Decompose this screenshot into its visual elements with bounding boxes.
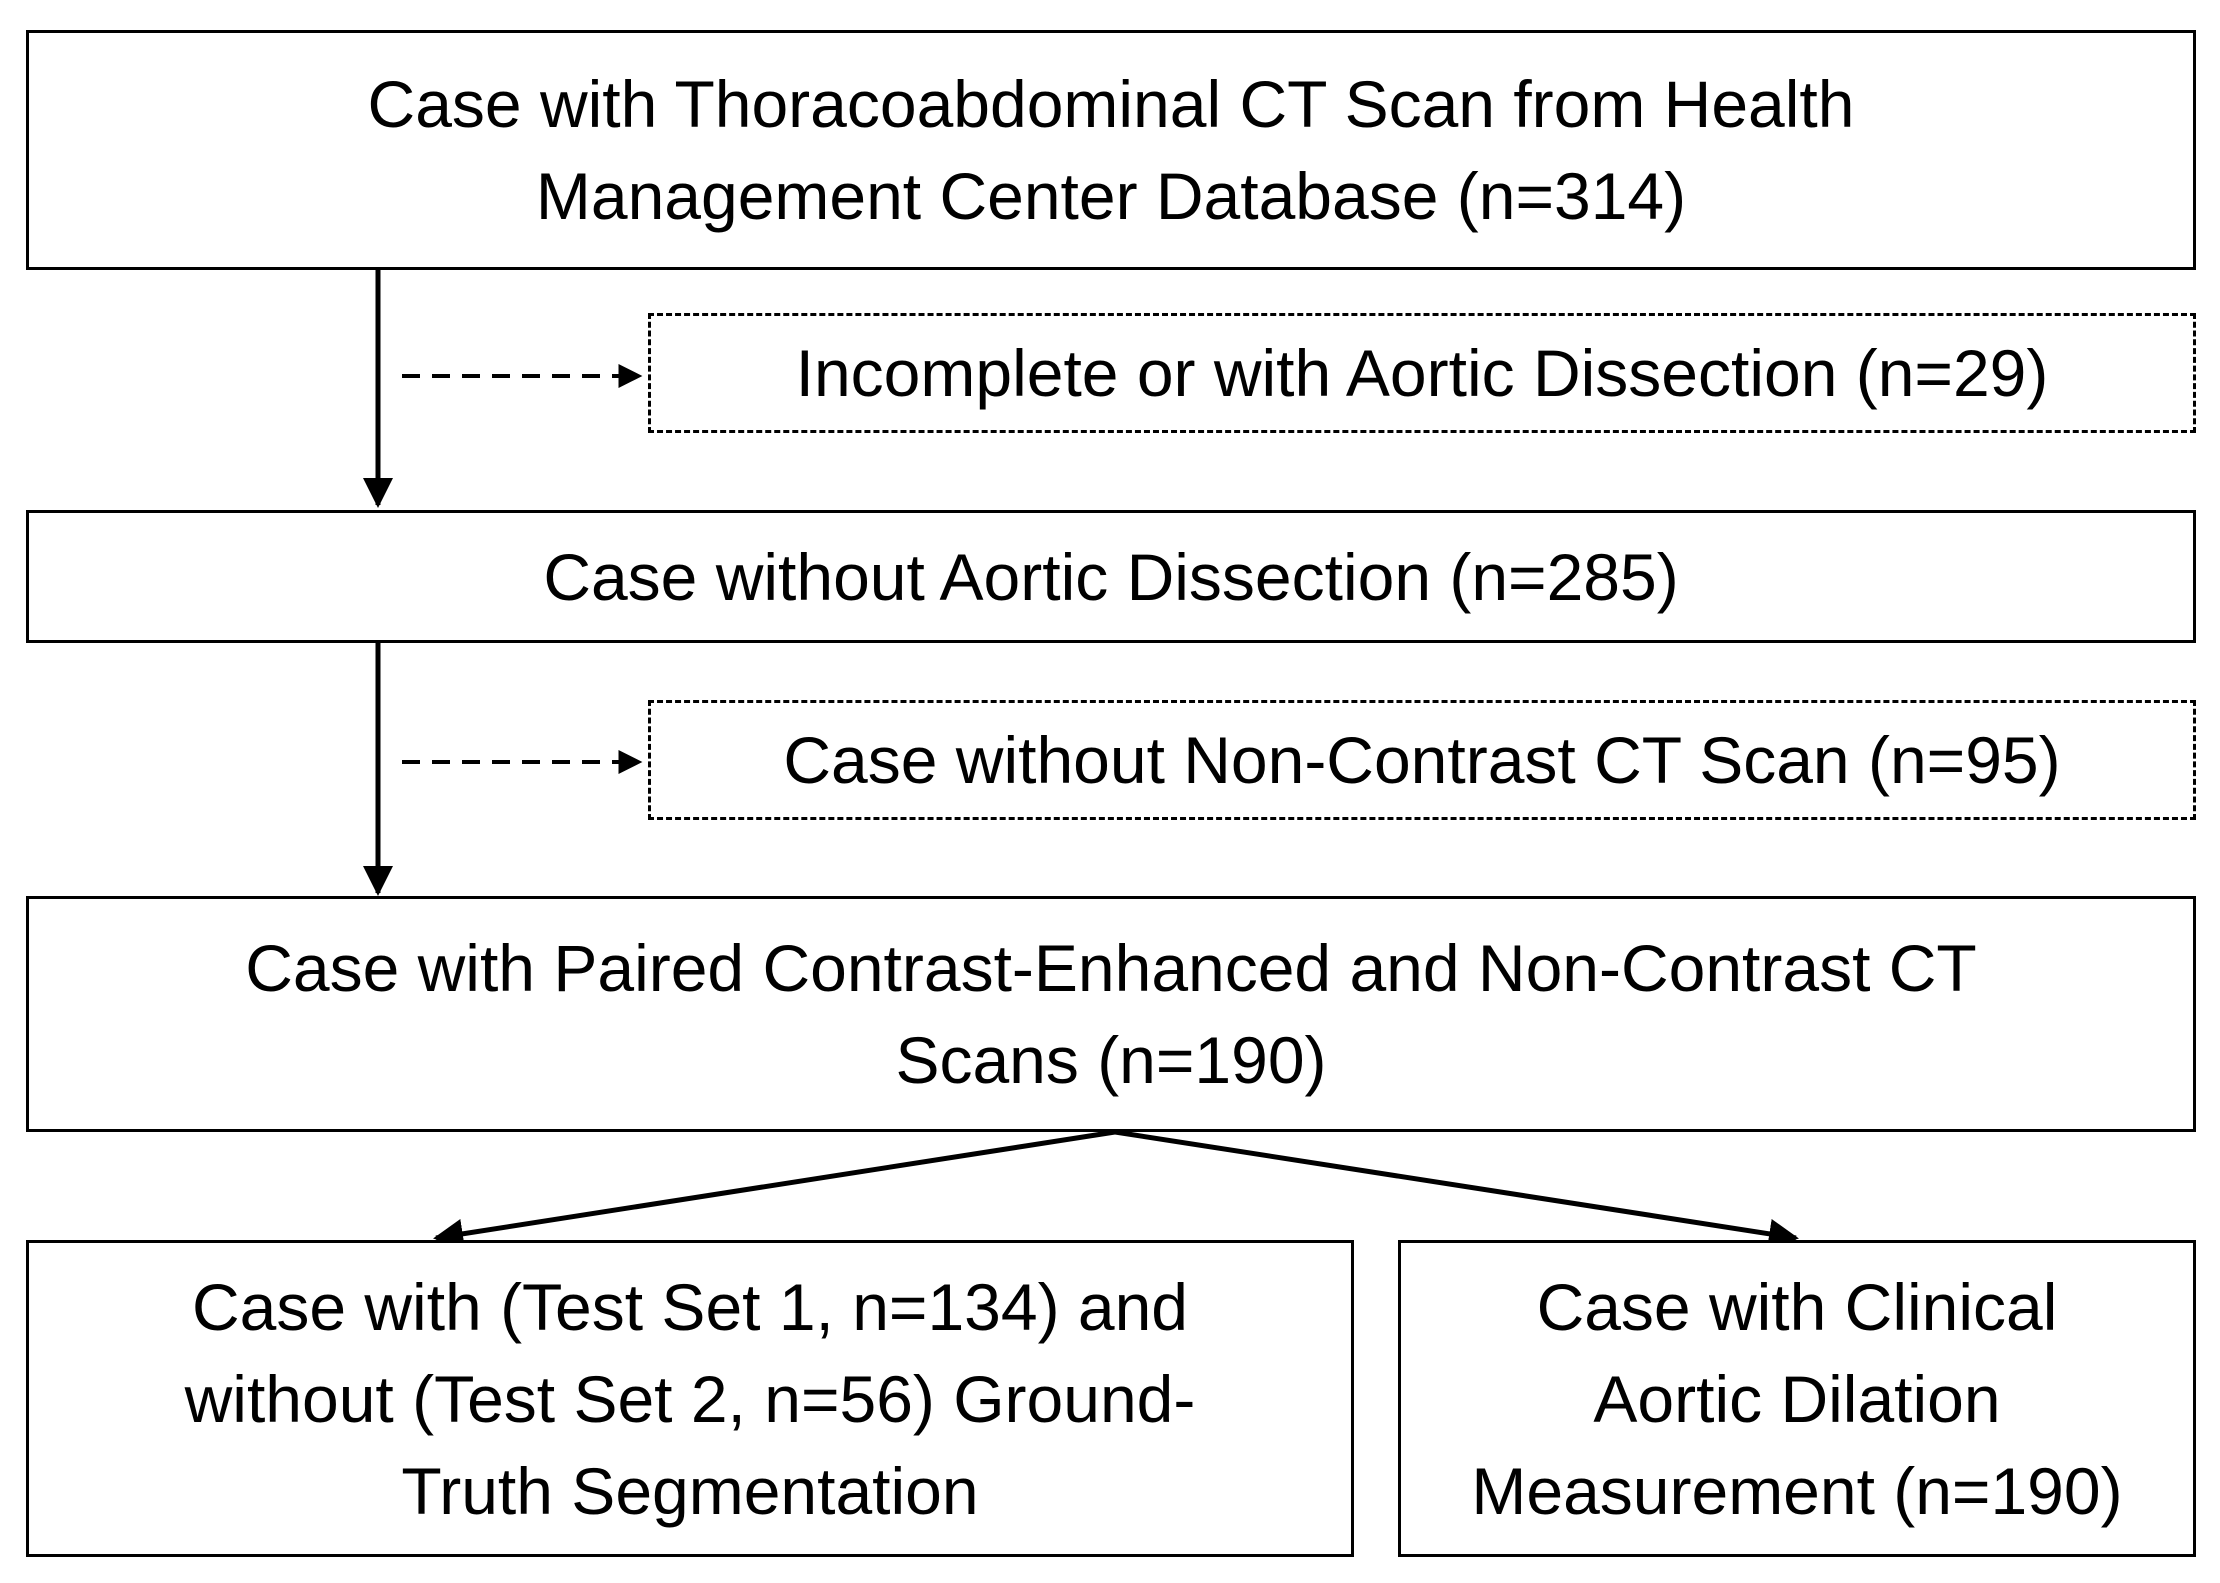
test-sets-text: Case with (Test Set 1, n=134) and withou…: [185, 1261, 1196, 1537]
source-cases-line-1: Case with Thoracoabdominal CT Scan from …: [367, 67, 1855, 141]
without-dissection-box: Case without Aortic Dissection (n=285): [26, 510, 2196, 643]
test-sets-line-3: Truth Segmentation: [401, 1453, 979, 1528]
excluded-incomplete-text: Incomplete or with Aortic Dissection (n=…: [795, 336, 2049, 410]
source-cases-text: Case with Thoracoabdominal CT Scan from …: [368, 58, 1855, 242]
clinical-measurement-line-1: Case with Clinical: [1536, 1269, 2058, 1344]
clinical-measurement-text: Case with Clinical Aortic Dilation Measu…: [1471, 1261, 2122, 1537]
source-cases-line-2: Management Center Database (n=314): [535, 159, 1687, 233]
test-sets-line-2: without (Test Set 2, n=56) Ground-: [184, 1361, 1196, 1436]
clinical-measurement-line-3: Measurement (n=190): [1471, 1453, 2123, 1528]
test-sets-box: Case with (Test Set 1, n=134) and withou…: [26, 1240, 1354, 1557]
paired-scans-line-1: Case with Paired Contrast-Enhanced and N…: [245, 931, 1977, 1005]
arrow-split-to-test-sets: [433, 1129, 1116, 1249]
excluded-incomplete-box: Incomplete or with Aortic Dissection (n=…: [648, 313, 2196, 433]
arrow-split-to-clinical: [1114, 1129, 1799, 1249]
source-cases-box: Case with Thoracoabdominal CT Scan from …: [26, 30, 2196, 270]
test-sets-line-1: Case with (Test Set 1, n=134) and: [191, 1269, 1189, 1344]
excluded-no-noncontrast-text: Case without Non-Contrast CT Scan (n=95): [783, 723, 2061, 797]
paired-scans-text: Case with Paired Contrast-Enhanced and N…: [245, 922, 1977, 1106]
clinical-measurement-line-2: Aortic Dilation: [1593, 1361, 2001, 1436]
without-dissection-text: Case without Aortic Dissection (n=285): [543, 539, 1679, 614]
paired-scans-line-2: Scans (n=190): [895, 1023, 1327, 1097]
clinical-measurement-box: Case with Clinical Aortic Dilation Measu…: [1398, 1240, 2196, 1557]
paired-scans-box: Case with Paired Contrast-Enhanced and N…: [26, 896, 2196, 1132]
excluded-no-noncontrast-box: Case without Non-Contrast CT Scan (n=95): [648, 700, 2196, 820]
